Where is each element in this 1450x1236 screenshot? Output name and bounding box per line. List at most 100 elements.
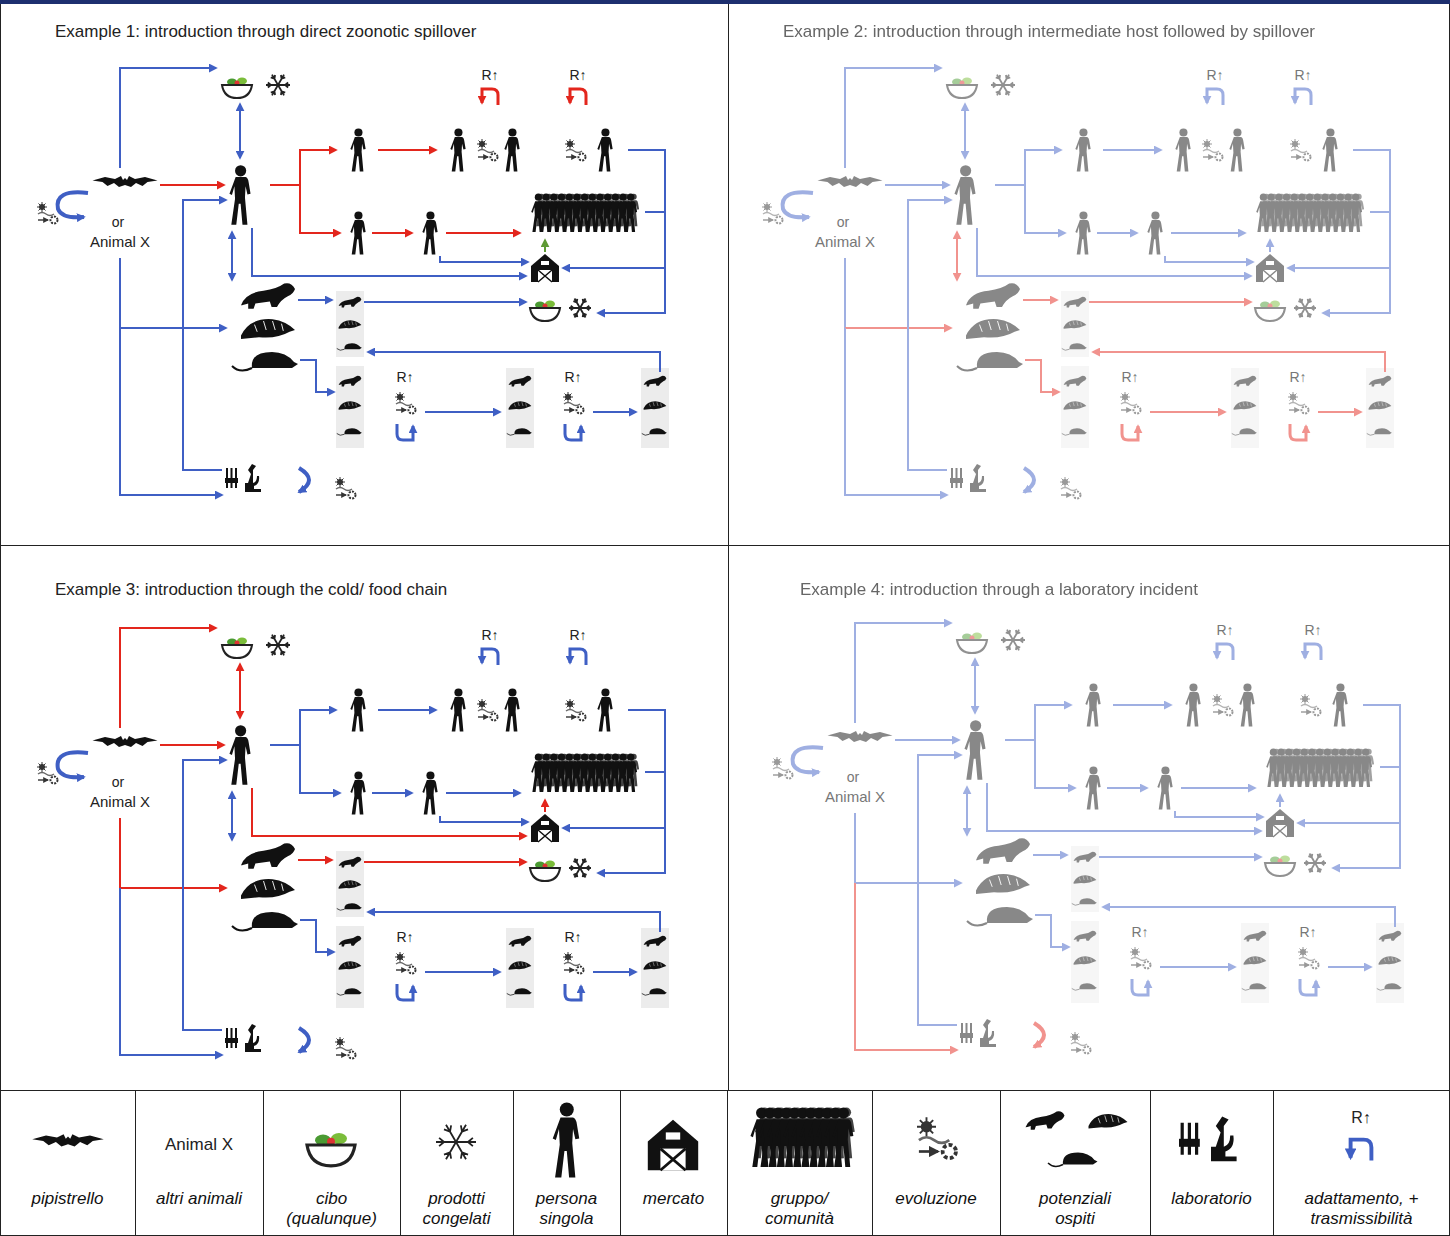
flow-arrow xyxy=(1333,705,1400,868)
evolution-symbol xyxy=(565,139,586,161)
person-icon xyxy=(350,211,365,254)
frozen-icon xyxy=(1304,853,1326,872)
host-animal-icon xyxy=(1244,931,1267,942)
person-icon xyxy=(832,1107,853,1167)
diagram-label: or xyxy=(845,769,861,785)
bat-icon xyxy=(93,176,158,187)
label-anchor: R↑ xyxy=(394,368,415,386)
adaptation-arrow xyxy=(1024,468,1034,492)
legend-text: gruppo/ comunità xyxy=(750,1189,850,1228)
flow-arrow xyxy=(1370,211,1390,213)
flow-arrow xyxy=(1097,232,1137,234)
flow-arrow xyxy=(270,710,336,745)
flow-arrow xyxy=(598,710,665,873)
legend-cell: cibo (qualunque) xyxy=(282,1189,382,1228)
label-anchor: Animal X xyxy=(88,793,152,811)
flow-arrow xyxy=(1107,787,1147,789)
legend-cell-border xyxy=(1273,1090,1274,1236)
food-icon xyxy=(222,78,252,99)
panel-illustration xyxy=(772,623,1404,1054)
flow-arrow xyxy=(964,104,966,158)
diagram-label: R↑ xyxy=(1214,622,1235,638)
drawn-figures xyxy=(32,68,1404,1236)
outer-border xyxy=(0,4,1,1236)
person-icon xyxy=(553,1103,580,1178)
host-animal-icon xyxy=(241,283,295,309)
host-animal-icon xyxy=(339,936,362,947)
person-icon xyxy=(450,688,465,731)
flow-arrow xyxy=(1099,856,1261,858)
market-icon xyxy=(531,254,559,282)
evolution-symbol xyxy=(1212,694,1233,716)
frozen-icon xyxy=(569,858,591,877)
flow-arrow xyxy=(183,200,226,470)
label-anchor: Animal X xyxy=(823,788,887,806)
host-column xyxy=(506,928,534,1008)
frozen-icon xyxy=(1001,630,1025,651)
frozen-icon xyxy=(266,75,290,96)
food-icon xyxy=(1265,856,1295,877)
flow-arrow xyxy=(378,709,436,711)
flow-arrow xyxy=(1171,232,1245,234)
adaptation-arrow xyxy=(482,649,498,665)
host-animal-icon xyxy=(1234,376,1257,387)
host-animal-icon xyxy=(976,874,1030,894)
flow-arrow xyxy=(160,184,224,186)
person-icon xyxy=(597,688,612,731)
flow-arrow xyxy=(270,150,336,185)
evolution-symbol xyxy=(1290,139,1311,161)
example-panel: Example 3: introduction through the cold… xyxy=(0,546,728,1090)
flow-arrow xyxy=(231,792,233,840)
legend-cell: adattamento, + trasmissibilità xyxy=(1287,1189,1437,1228)
legend-text: laboratorio xyxy=(1157,1189,1267,1209)
evolution-symbol xyxy=(395,952,416,974)
flow-arrow xyxy=(120,887,226,889)
host-animal-icon xyxy=(232,912,298,931)
host-animal-icon xyxy=(339,376,362,387)
adaptation-arrow xyxy=(1351,1140,1372,1161)
evolution-symbol xyxy=(477,699,498,721)
flow-arrow xyxy=(544,240,546,252)
host-animal-icon xyxy=(1367,428,1392,435)
host-animal-icon xyxy=(644,376,667,387)
flow-arrow xyxy=(252,228,526,276)
host-animal-icon xyxy=(339,880,362,888)
flow-arrow xyxy=(372,792,412,794)
flow-arrow xyxy=(1035,915,1069,947)
evolution-symbol xyxy=(1288,392,1309,414)
legend-cell-border xyxy=(135,1090,136,1236)
host-column xyxy=(336,291,364,357)
host-animal-icon xyxy=(1064,297,1087,308)
adaptation-arrow xyxy=(397,424,413,440)
legend-cell-border xyxy=(727,1090,728,1236)
adaptation-arrow xyxy=(58,192,88,217)
flow-arrow xyxy=(1005,705,1071,740)
flow-arrow xyxy=(987,783,1261,831)
flow-arrow xyxy=(120,327,226,329)
panel-title: Example 1: introduction through direct z… xyxy=(55,22,476,42)
outer-border xyxy=(1449,4,1450,1236)
host-animal-icon xyxy=(1062,343,1087,350)
laboratory-icon xyxy=(950,464,986,492)
host-animal-icon xyxy=(1074,875,1097,883)
flow-arrow xyxy=(1113,704,1171,706)
legend-text: potenziali ospiti xyxy=(1020,1189,1130,1228)
person-icon xyxy=(422,211,437,254)
host-animal-icon xyxy=(509,961,532,969)
flow-arrow xyxy=(364,301,526,303)
adaptation-arrow xyxy=(58,752,88,777)
flow-arrow xyxy=(845,68,941,168)
diagram-label: R↑ xyxy=(1119,369,1140,385)
adaptation-arrow xyxy=(565,984,581,1000)
host-animal-icon xyxy=(1048,1153,1098,1167)
legend-text: pipistrello xyxy=(13,1189,123,1209)
label-anchor: R↑ xyxy=(567,626,588,644)
person-icon xyxy=(1085,683,1100,726)
flow-arrow xyxy=(974,659,976,713)
host-column xyxy=(1231,368,1259,448)
host-animal-icon xyxy=(966,283,1020,309)
food-icon xyxy=(947,78,977,99)
market-icon xyxy=(1266,809,1294,837)
host-animal-icon xyxy=(976,838,1030,864)
